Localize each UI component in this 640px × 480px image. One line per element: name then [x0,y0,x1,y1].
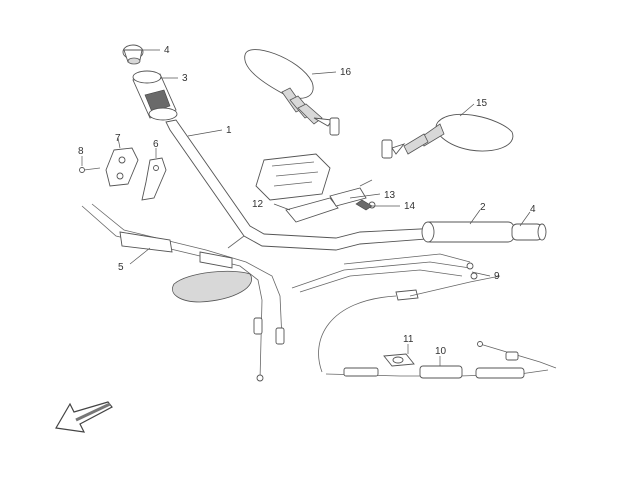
callout-label: 9 [494,271,500,282]
callout-label: 5 [118,262,124,273]
callout-label: 11 [403,334,414,345]
callout-label: 16 [340,67,352,78]
callout-label: 4 [164,45,170,56]
callout-label: 13 [384,190,396,201]
callout-label: 8 [78,146,84,157]
callout-label: 12 [252,199,264,210]
callout-label: 4 [530,204,536,215]
callout-label: 15 [476,98,488,109]
part-mirror-left [244,49,340,136]
callout-label: 3 [182,73,188,84]
arrow-down-left-icon [55,401,113,433]
callout-label: 1 [226,125,232,136]
callout-label: 6 [153,139,159,150]
part-lever-holder [79,147,167,201]
part-cable-lower [318,295,557,379]
callout-labels: 4 3 16 1 15 7 6 8 13 12 14 2 4 5 9 11 10 [78,45,536,357]
part-mirror-right [381,114,514,159]
part-grip-right [421,221,547,243]
callout-leaders [81,49,531,366]
part-grip-left [132,70,178,121]
part-cable-right [291,253,501,301]
callout-label: 7 [115,133,121,144]
part-cable-left [81,203,285,382]
callout-label: 10 [435,346,447,357]
callout-label: 2 [480,202,486,213]
callout-label: 14 [404,201,416,212]
part-throttle-housing [255,153,376,223]
part-grip-end-left [122,44,144,65]
